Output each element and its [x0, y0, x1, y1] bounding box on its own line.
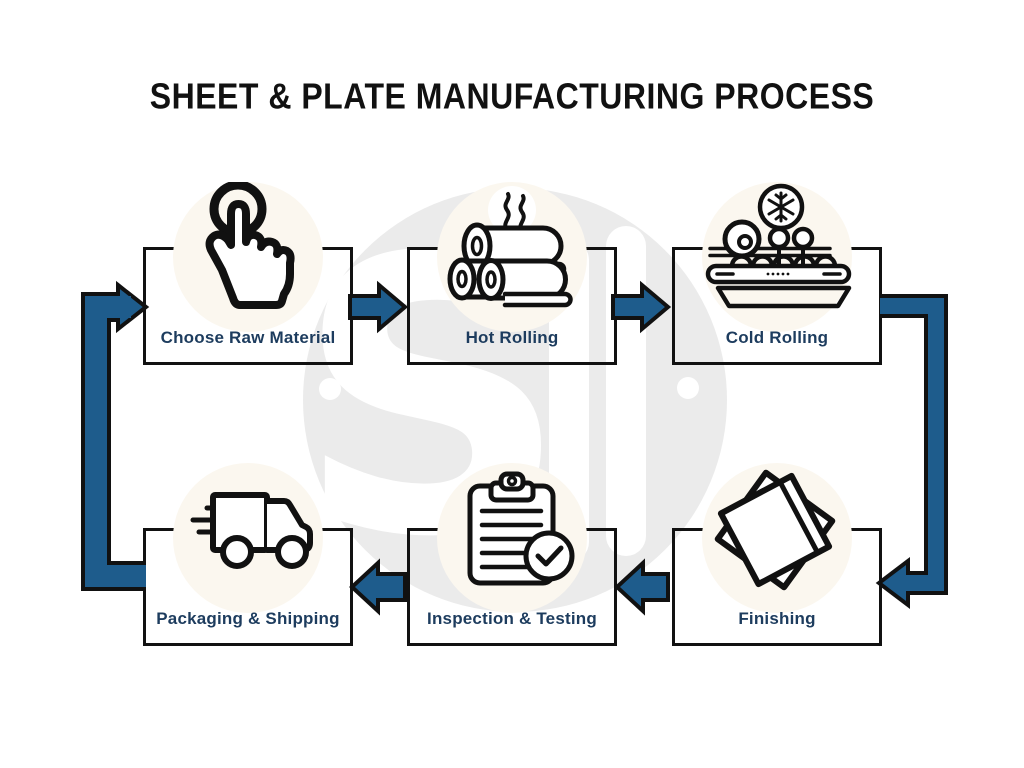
- cold-rolling-mill-icon: [705, 183, 852, 309]
- arrow-loop-packaging-to-raw-material: [81, 280, 150, 591]
- step-label: Choose Raw Material: [160, 328, 336, 347]
- step-icon-circle: [437, 182, 587, 332]
- step-label: Inspection & Testing: [427, 609, 597, 628]
- step-box-cold-rolling: Cold Rolling: [672, 182, 882, 365]
- step-label: Packaging & Shipping: [156, 609, 340, 628]
- step-box-packaging-shipping: Packaging & Shipping: [143, 463, 353, 646]
- step-label: Finishing: [738, 609, 816, 628]
- arrow-raw-material-to-hot-rolling: [348, 280, 409, 334]
- arrow-loop-cold-rolling-to-finishing: [875, 294, 948, 610]
- step-box-finishing: Finishing: [672, 463, 882, 646]
- clipboard-check-icon: [467, 471, 575, 586]
- step-icon-circle: [437, 463, 587, 613]
- tap-select-icon: [205, 182, 295, 309]
- step-icon-circle: [702, 182, 852, 332]
- arrow-inspection-to-packaging: [349, 558, 407, 616]
- arrow-hot-rolling-to-cold-rolling: [611, 280, 672, 334]
- step-box-choose-raw-material: Choose Raw Material: [143, 182, 353, 365]
- step-label: Cold Rolling: [725, 328, 829, 347]
- snowflake-icon: [767, 191, 795, 223]
- step-box-inspection-testing: Inspection & Testing: [407, 463, 617, 646]
- step-icon-circle: [702, 463, 852, 613]
- step-icon-circle: [173, 182, 323, 332]
- arrow-finishing-to-inspection: [614, 558, 670, 616]
- stacked-plates-icon: [714, 469, 836, 591]
- step-box-hot-rolling: Hot Rolling: [407, 182, 617, 365]
- checkmark-icon: [535, 545, 564, 567]
- step-label: Hot Rolling: [465, 328, 559, 347]
- step-icon-circle: [173, 463, 323, 613]
- delivery-truck-icon: [190, 492, 313, 569]
- hot-rolled-coils-icon: [447, 186, 573, 308]
- page-title: SHEET & PLATE MANUFACTURING PROCESS: [149, 76, 875, 117]
